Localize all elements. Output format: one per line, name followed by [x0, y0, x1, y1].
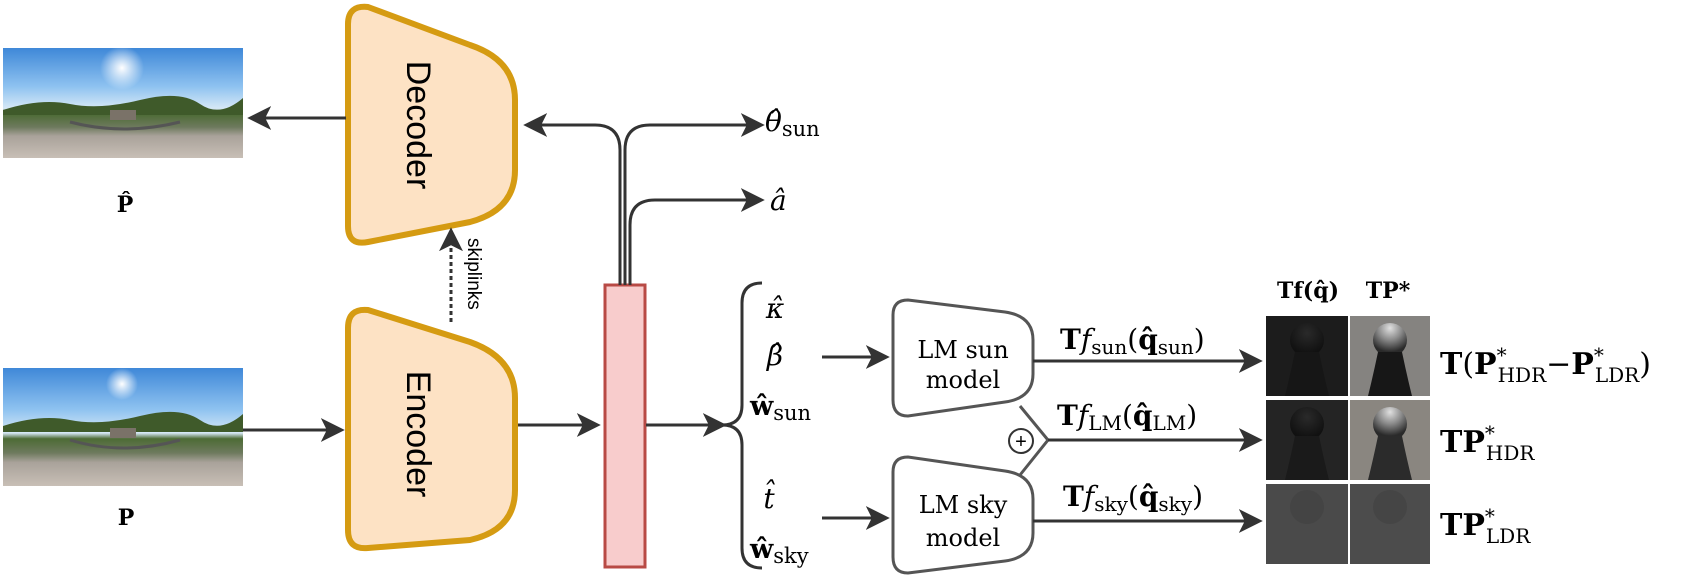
plus-text: +	[1015, 431, 1027, 453]
input-panorama-label: P	[118, 505, 135, 531]
render-row1-label: T(P*HDR−P*LDR)	[1440, 343, 1651, 387]
lm-sun-model	[891, 298, 1035, 418]
render-sky-col2	[1350, 484, 1430, 564]
w-sky-param: ŵsky	[749, 534, 809, 568]
render-sky-col1	[1266, 484, 1348, 564]
latent-to-decoder-arrow	[523, 113, 622, 285]
render-lm-col1	[1266, 400, 1348, 480]
plus-symbol	[1008, 428, 1034, 454]
theta-sun-output: θ̂sun	[765, 105, 820, 141]
latent-vector	[603, 283, 647, 569]
latent-to-a-arrow	[628, 188, 765, 285]
render-lm-col2	[1350, 400, 1430, 480]
t-param: t̂	[763, 480, 775, 515]
a-output: â	[770, 184, 787, 217]
skiplinks-label: skiplinks	[463, 238, 484, 310]
encoder-block	[345, 306, 518, 552]
sky-arrow-label: Tfsky(q̂sky)	[1063, 480, 1203, 516]
encoder-label: Encoder	[399, 371, 437, 498]
render-sun-col2	[1350, 316, 1430, 396]
sun-arrow-label: Tfsun(q̂sun)	[1060, 323, 1205, 359]
render-col1-header: Tf(q̂)	[1277, 278, 1339, 304]
parameter-brace	[721, 281, 763, 570]
lm-sun-model-line1: LM sun	[917, 336, 1008, 364]
kappa-param: κ̂	[765, 292, 784, 325]
lm-sky-model	[891, 455, 1035, 575]
latent-to-theta-arrow	[623, 113, 765, 285]
decoder-label: Decoder	[399, 61, 437, 190]
output-panorama-label: P̂	[117, 192, 134, 218]
lm-sky-model-line1: LM sky	[919, 491, 1008, 519]
render-row3-label: TP*LDR	[1440, 504, 1531, 548]
input-panorama	[3, 368, 243, 486]
decoder-block	[345, 3, 518, 246]
output-panorama	[3, 46, 243, 158]
lm-sun-model-line2: model	[926, 366, 1000, 394]
render-sun-col1	[1266, 316, 1348, 396]
lm-arrow-label: TfLM(q̂LM)	[1057, 399, 1197, 435]
render-row2-label: TP*HDR	[1440, 421, 1535, 465]
w-sun-param: ŵsun	[749, 391, 811, 425]
lm-sky-model-line2: model	[926, 524, 1000, 552]
render-col2-header: TP*	[1366, 278, 1411, 304]
beta-param: β̂	[766, 339, 783, 372]
